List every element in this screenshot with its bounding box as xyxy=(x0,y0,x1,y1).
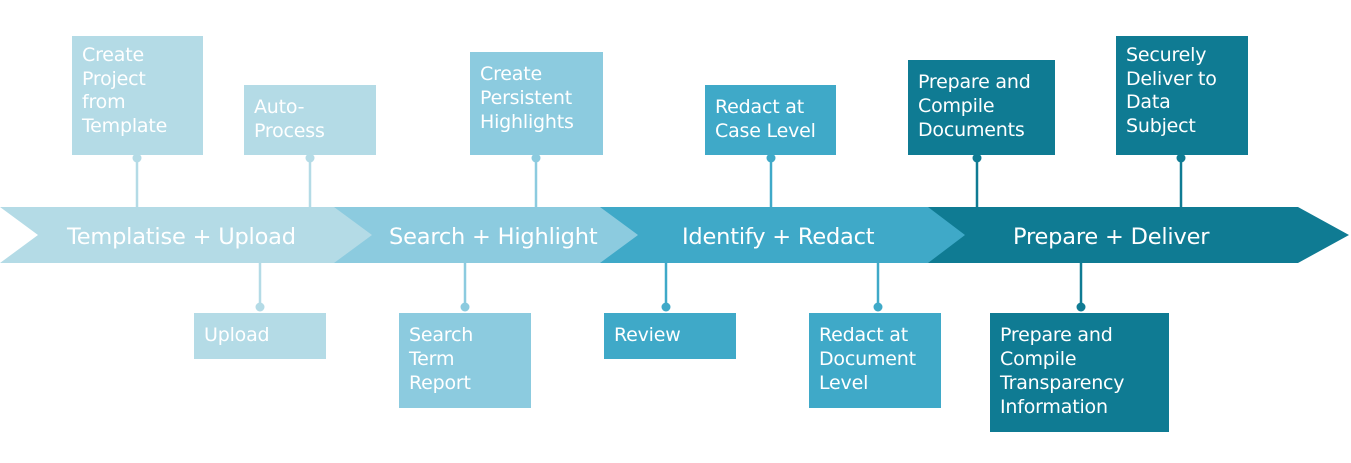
step-search-term-report: Search Term Report xyxy=(399,313,531,408)
stage-label-templatise-upload: Templatise + Upload xyxy=(67,224,296,250)
stage-label-search-highlight: Search + Highlight xyxy=(389,224,598,250)
step-review: Review xyxy=(604,313,736,359)
connector-create-highlights xyxy=(531,153,541,207)
step-upload: Upload xyxy=(194,313,326,359)
step-prepare-compile-documents: Prepare and Compile Documents xyxy=(908,60,1055,155)
connector-review xyxy=(661,263,671,312)
connector-search-term-report xyxy=(460,263,470,312)
step-prepare-compile-transparency: Prepare and Compile Transparency Informa… xyxy=(990,313,1169,432)
step-redact-at-case-level: Redact at Case Level xyxy=(705,85,836,155)
connector-auto-process xyxy=(305,153,315,207)
connector-prepare-compile-documents xyxy=(972,153,982,207)
stage-label-prepare-deliver: Prepare + Deliver xyxy=(1013,224,1210,250)
connector-redact-document-level xyxy=(873,263,883,312)
connector-prepare-compile-transparency xyxy=(1076,263,1086,312)
stage-arrow-search-highlight xyxy=(310,207,638,263)
stage-arrow-prepare-deliver xyxy=(900,207,1349,263)
connector-create-project xyxy=(132,153,142,207)
stage-label-identify-redact: Identify + Redact xyxy=(682,224,875,250)
step-create-project-from-template: Create Project from Template xyxy=(72,36,203,155)
step-create-persistent-highlights: Create Persistent Highlights xyxy=(470,52,603,155)
step-auto-process: Auto- Process xyxy=(244,85,376,155)
connector-securely-deliver xyxy=(1176,153,1186,207)
connector-upload xyxy=(255,263,265,312)
step-securely-deliver: Securely Deliver to Data Subject xyxy=(1116,36,1248,155)
stage-arrow-templatise-upload xyxy=(0,207,372,263)
stage-arrow-identify-redact xyxy=(575,207,965,263)
step-redact-at-document-level: Redact at Document Level xyxy=(809,313,941,408)
connector-redact-case-level xyxy=(766,153,776,207)
